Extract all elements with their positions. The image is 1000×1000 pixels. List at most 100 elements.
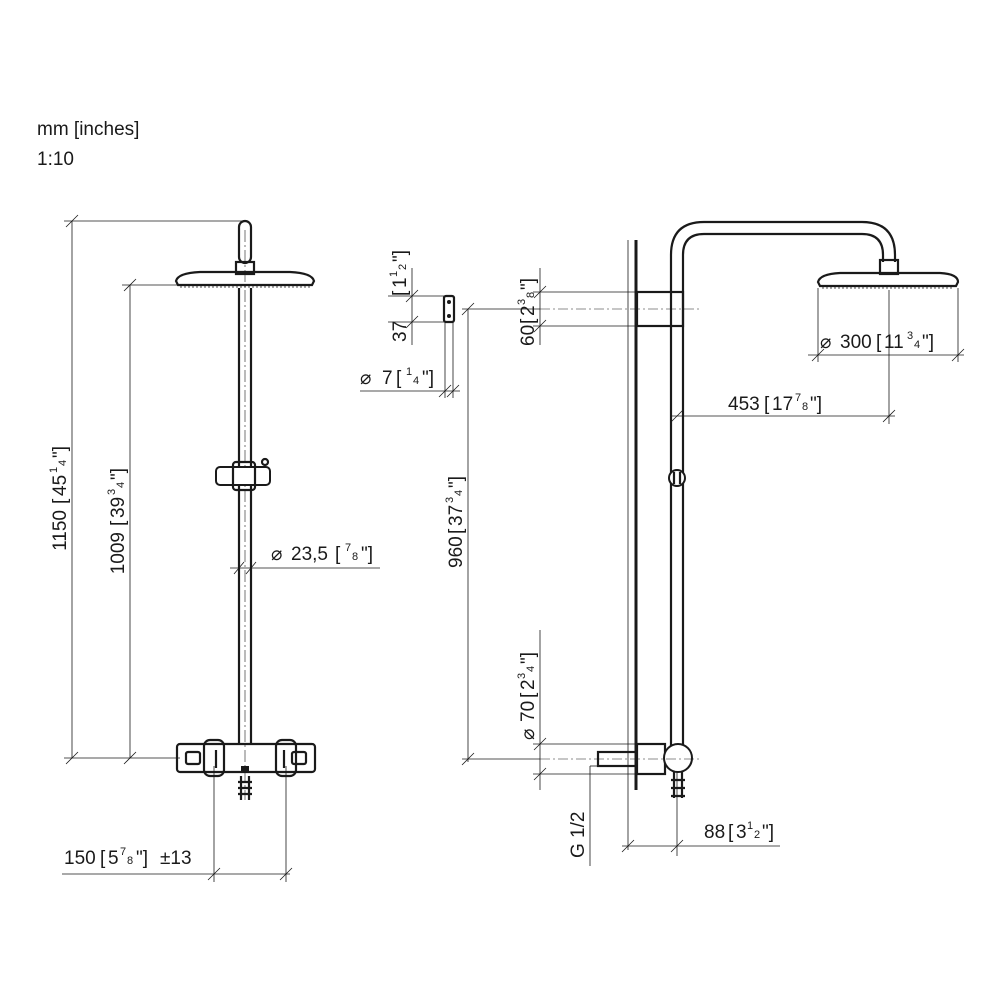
bracket-to-valve-num: 3 bbox=[444, 497, 456, 503]
arm-projection-mm: 453 bbox=[728, 394, 760, 415]
svg-text:"]: "] bbox=[762, 822, 774, 843]
head-height-den: 4 bbox=[115, 482, 127, 488]
dim-pipe-diameter: ⌀ 23,5 [ 7 8 "] bbox=[271, 542, 373, 565]
svg-text:[: [ bbox=[396, 368, 402, 389]
svg-text:[: [ bbox=[518, 692, 539, 698]
svg-text:[: [ bbox=[335, 544, 341, 565]
valve-center-den: 8 bbox=[127, 855, 133, 867]
dim-head-diameter: ⌀ 300 [ 11 3 4 "] bbox=[820, 330, 934, 353]
valve-center-num: 7 bbox=[120, 846, 126, 858]
svg-text:[: [ bbox=[446, 528, 467, 534]
svg-text:"]: "] bbox=[922, 332, 934, 353]
dim-arm-projection: 453 [ 17 7 8 "] bbox=[728, 392, 822, 415]
svg-text:"]: "] bbox=[422, 368, 434, 389]
arm-projection-num: 7 bbox=[795, 392, 801, 404]
svg-text:"]: "] bbox=[361, 544, 373, 565]
units-label: mm [inches] bbox=[37, 119, 140, 140]
bracket-height-den: 2 bbox=[397, 264, 409, 270]
bracket-to-valve-den: 4 bbox=[453, 490, 465, 496]
bracket-height-num: 1 bbox=[388, 271, 400, 277]
arm-projection-in: 17 bbox=[772, 394, 793, 415]
pipe-diameter-den: 8 bbox=[352, 551, 358, 563]
dim-bracket-height: [ 1 1 2 "] bbox=[388, 250, 411, 296]
pipe-diameter-num: 7 bbox=[345, 542, 351, 554]
front-shower-head bbox=[174, 270, 316, 287]
wall-distance-den: 2 bbox=[754, 829, 760, 841]
bracket-detail bbox=[360, 268, 460, 398]
svg-text:"]: "] bbox=[108, 468, 129, 480]
screw-diameter-den: 4 bbox=[413, 375, 419, 387]
bracket-to-valve-mm: 960 bbox=[446, 536, 467, 568]
svg-text:"]: "] bbox=[518, 652, 539, 664]
dim-screw-diameter: ⌀ 7 [ 1 4 "] bbox=[360, 366, 434, 389]
dim-bracket-to-valve: 960 [ 37 3 4 "] bbox=[444, 476, 467, 568]
rosette-diameter-in: 2 bbox=[518, 679, 539, 690]
wall-bracket-in: 2 bbox=[518, 305, 539, 316]
head-diameter-mm: 300 bbox=[840, 332, 872, 353]
total-height-den: 4 bbox=[57, 460, 69, 466]
head-height-in: 39 bbox=[108, 497, 129, 518]
svg-text:"]: "] bbox=[446, 476, 467, 488]
dim-wall-distance: 88 [ 3 1 2 "] bbox=[704, 820, 774, 843]
bracket-plate bbox=[442, 294, 456, 324]
bracket-close: "] bbox=[50, 446, 71, 458]
svg-text:[: [ bbox=[108, 520, 129, 526]
dim-rosette-diameter: ⌀ 70 [ 2 3 4 "] bbox=[516, 652, 539, 740]
pipe-diameter-sym: ⌀ bbox=[271, 544, 282, 565]
dim-head-height: 1009 [ 39 3 4 "] bbox=[106, 468, 129, 574]
thread-label: G 1/2 bbox=[568, 812, 589, 858]
arm-projection-den: 8 bbox=[802, 401, 808, 413]
svg-text:[: [ bbox=[876, 332, 882, 353]
svg-text:"]: "] bbox=[518, 278, 539, 290]
side-view bbox=[461, 220, 965, 866]
rosette-diameter-sym: ⌀ bbox=[518, 729, 539, 740]
side-shower-arm bbox=[669, 220, 897, 262]
side-valve-knob bbox=[663, 743, 693, 773]
front-outlet-spout bbox=[238, 776, 252, 800]
head-diameter-sym: ⌀ bbox=[820, 332, 831, 353]
side-shower-head bbox=[816, 271, 960, 288]
wall-bracket-num: 3 bbox=[516, 299, 528, 305]
head-diameter-num: 3 bbox=[907, 330, 913, 342]
wall-distance-num: 1 bbox=[747, 820, 753, 832]
bracket-height-in: 1 bbox=[390, 277, 411, 288]
screw-diameter-mm: 7 bbox=[382, 368, 393, 389]
side-slider bbox=[668, 469, 686, 487]
valve-center-mm: 150 bbox=[64, 848, 96, 869]
head-height-mm: 1009 bbox=[108, 532, 129, 574]
total-height-mm: 1150 bbox=[50, 510, 71, 551]
head-diameter-den: 4 bbox=[914, 339, 920, 351]
front-slider-holder bbox=[215, 466, 271, 486]
svg-text:[: [ bbox=[728, 822, 734, 843]
valve-center-in: 5 bbox=[108, 848, 119, 869]
dim-total-height: 1150 [ 45 1 4 "] bbox=[48, 446, 71, 551]
bracket-mm: 37 bbox=[390, 321, 411, 342]
scale-label: 1:10 bbox=[37, 149, 74, 170]
valve-center-tol: ±13 bbox=[160, 848, 192, 869]
dim-thread: G 1/2 bbox=[568, 812, 589, 858]
total-height-in: 45 bbox=[50, 475, 71, 496]
dim-valve-center: 150 [ 5 7 8 "] ±13 bbox=[64, 846, 192, 869]
screw-diameter-sym: ⌀ bbox=[360, 368, 371, 389]
rosette-diameter-num: 3 bbox=[516, 673, 528, 679]
dim-wall-bracket: 60 [ 2 3 8 "] bbox=[516, 278, 539, 346]
svg-text:"]: "] bbox=[136, 848, 148, 869]
pipe-diameter-mm: 23,5 bbox=[291, 544, 328, 565]
screw-diameter-num: 1 bbox=[406, 366, 412, 378]
total-height-num: 1 bbox=[48, 467, 60, 473]
bracket-to-valve-in: 37 bbox=[446, 505, 467, 526]
svg-text:"]: "] bbox=[390, 250, 411, 262]
dim-bracket-mm: 37 bbox=[390, 321, 411, 342]
wall-distance-in: 3 bbox=[736, 822, 747, 843]
wall-bracket-den: 8 bbox=[525, 292, 537, 298]
bracket-open: [ bbox=[50, 498, 71, 504]
rosette-diameter-den: 4 bbox=[525, 666, 537, 672]
wall-bracket-mm: 60 bbox=[518, 325, 539, 346]
svg-text:[: [ bbox=[390, 290, 411, 296]
svg-text:[: [ bbox=[518, 318, 539, 324]
head-diameter-in: 11 bbox=[884, 332, 904, 353]
svg-text:"]: "] bbox=[810, 394, 822, 415]
wall-distance-mm: 88 bbox=[704, 822, 725, 843]
front-view bbox=[62, 214, 380, 882]
